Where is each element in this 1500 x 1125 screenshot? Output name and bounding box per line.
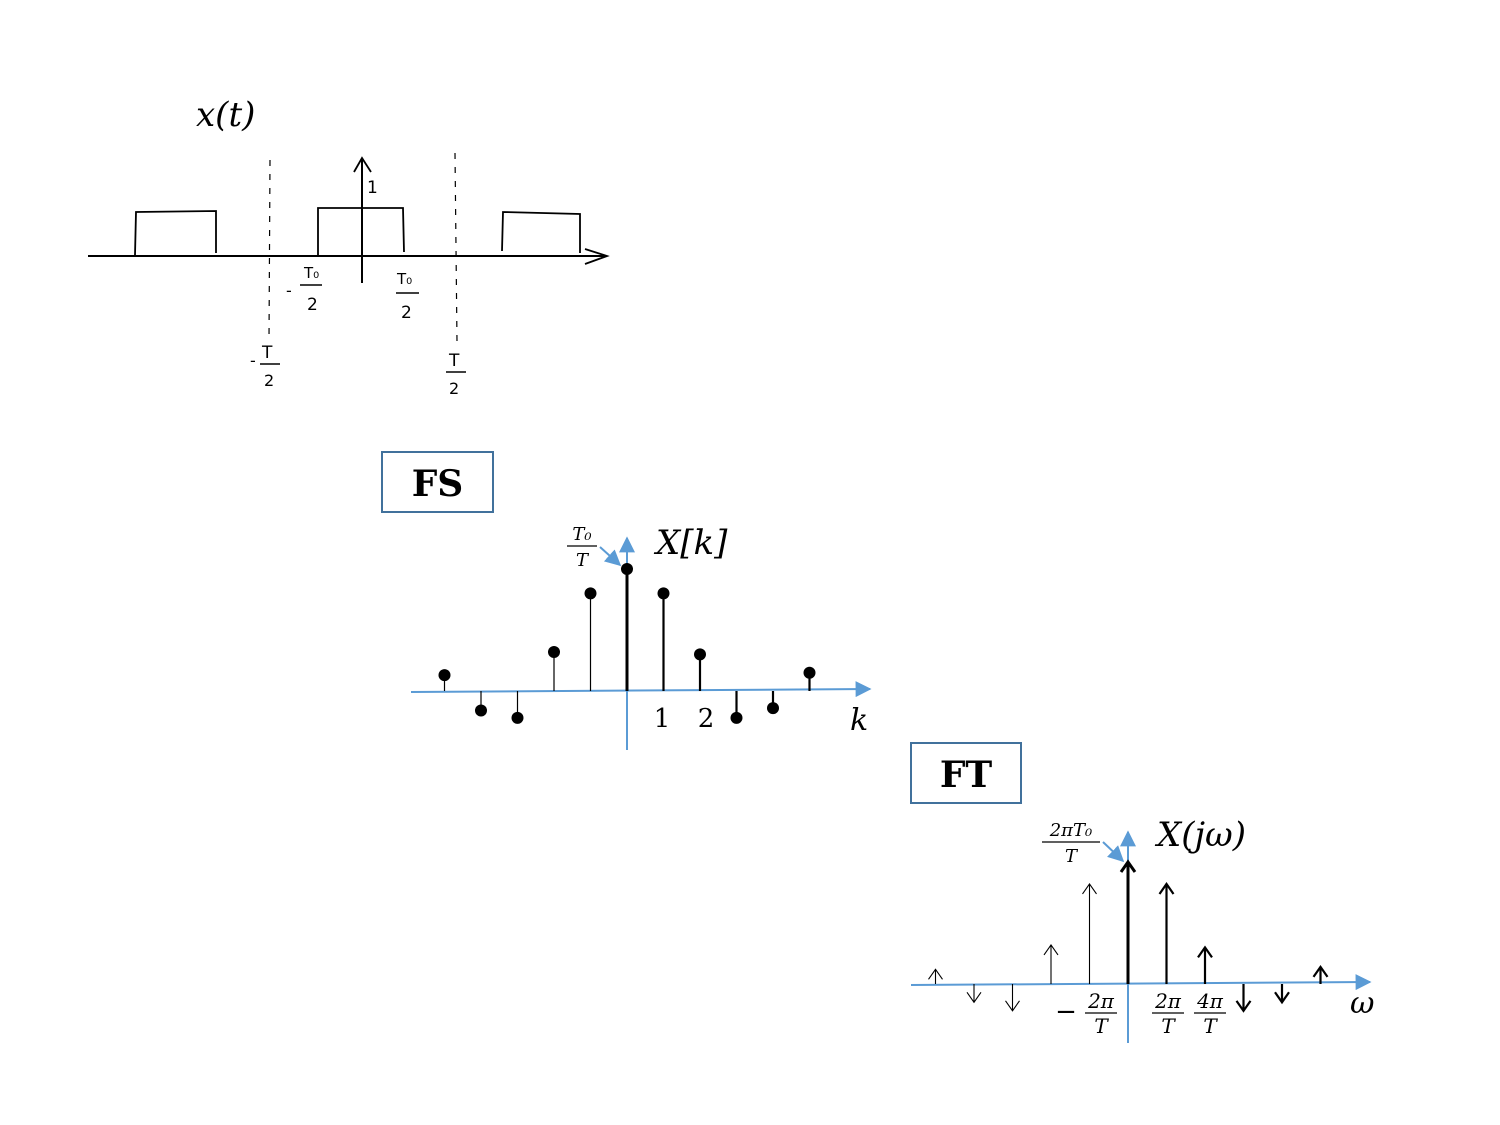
- signal-plot: x(t) 1 - T₀ 2 T₀ 2 - T: [88, 95, 610, 398]
- ft-tick-neg-num: 2π: [1087, 989, 1115, 1013]
- ft-peak-num: 2πT₀: [1049, 820, 1093, 841]
- signal-dashed-line-pos-T: [454, 152, 458, 343]
- ft-tick-1-num: 2π: [1154, 989, 1182, 1013]
- ft-impulse-arrowhead-k-5: [928, 968, 943, 980]
- fs-stem-marker-k0: [621, 563, 633, 575]
- ft-impulse-arrowhead-k0: [1119, 859, 1137, 873]
- signal-tick-neg-T0-sign: -: [286, 281, 292, 300]
- ft-tick-neg-sign: −: [1055, 997, 1077, 1027]
- signal-tick-pos-T-half: T 2: [446, 351, 466, 398]
- fs-stem-marker-k4: [767, 702, 779, 715]
- fs-peak-pointer: [599, 546, 622, 567]
- fs-peak-annotation: T₀ T: [567, 524, 622, 571]
- fs-plot: X[k] k 1 2 T₀ T: [410, 523, 872, 750]
- signal-tick-pos-T-den: 2: [449, 379, 459, 398]
- fs-stem-marker-k2: [694, 648, 706, 661]
- ft-tick-2-num: 4π: [1196, 989, 1224, 1013]
- fs-box-text: FS: [412, 463, 464, 505]
- ft-impulse-arrowhead-k-1: [1082, 883, 1097, 895]
- ft-impulse-arrowhead-k2: [1197, 945, 1213, 959]
- fs-k-axis: [410, 681, 872, 698]
- ft-plot: X(jω) ω 2πT₀ T − 2π T 2π T 4π T: [910, 815, 1374, 1043]
- ft-impulses: [928, 859, 1329, 1013]
- ft-tick-1-den: T: [1161, 1014, 1176, 1038]
- ft-omega-axis: [910, 974, 1372, 991]
- ft-peak-den: T: [1065, 846, 1079, 867]
- signal-dashed-line-neg-T: [268, 159, 271, 341]
- signal-tick-pos-T-num: T: [448, 351, 460, 371]
- ft-impulse-arrowhead-k-2: [1043, 944, 1059, 956]
- fs-peak-num: T₀: [572, 524, 591, 545]
- signal-tick-pos-T0-den: 2: [401, 303, 412, 323]
- fs-label-box: FS: [381, 451, 494, 513]
- signal-tick-neg-T-half: - T 2: [250, 343, 280, 390]
- ft-box-text: FT: [940, 754, 993, 796]
- signal-tick-neg-T0-den: 2: [307, 295, 318, 315]
- ft-impulse-arrowhead-k3: [1235, 1000, 1252, 1013]
- signal-amplitude-axis-arrow: [353, 156, 372, 173]
- fs-axis-label: k: [850, 703, 868, 738]
- fs-tick-label-2: 2: [698, 704, 715, 734]
- signal-amplitude-label: 1: [367, 178, 378, 198]
- ft-tick-2pi: 2π T: [1152, 989, 1184, 1038]
- ft-label-box: FT: [910, 742, 1022, 804]
- signal-time-axis-arrow: [584, 248, 610, 265]
- signal-pulse-right: [501, 211, 581, 253]
- fs-peak-den: T: [576, 550, 590, 571]
- fs-stem-marker-k1: [657, 587, 670, 600]
- ft-impulse-arrowhead-k5: [1312, 965, 1329, 978]
- ft-box-frame: [910, 742, 1022, 804]
- ft-peak-annotation: 2πT₀ T: [1042, 820, 1125, 867]
- fs-stem-marker-k3: [730, 711, 743, 724]
- fs-stem-marker-k-1: [584, 587, 597, 600]
- fs-stem-marker-k-2: [548, 645, 560, 658]
- signal-tick-pos-T0-num: T₀: [396, 270, 412, 288]
- ft-title: X(jω): [1154, 815, 1246, 855]
- ft-impulse-arrowhead-k-4: [966, 991, 982, 1004]
- signal-pulse-center: [317, 207, 405, 256]
- signal-tick-neg-T0-half: - T₀ 2: [286, 264, 322, 315]
- signal-pulse-left: [134, 210, 217, 256]
- fs-tick-label-1: 1: [654, 704, 671, 734]
- fs-stem-marker-k-5: [438, 669, 451, 682]
- ft-tick-2-den: T: [1203, 1014, 1218, 1038]
- signal-tick-neg-T0-num: T₀: [303, 264, 319, 282]
- ft-impulse-arrowhead-k-3: [1005, 1000, 1020, 1012]
- signal-tick-pos-T0-half: T₀ 2: [396, 270, 419, 323]
- fs-stems: [438, 563, 816, 724]
- fs-title: X[k]: [653, 523, 728, 563]
- signal-tick-neg-T-sign: -: [250, 351, 256, 370]
- signal-title: x(t): [196, 95, 255, 135]
- signal-tick-neg-T-num: T: [261, 343, 273, 363]
- fs-box-frame: [381, 451, 494, 513]
- signal-tick-neg-T-den: 2: [264, 371, 274, 390]
- ft-peak-pointer: [1102, 841, 1125, 863]
- ft-axis-label: ω: [1350, 986, 1374, 1021]
- fs-stem-marker-k5: [803, 666, 816, 679]
- ft-impulse-arrowhead-k4: [1274, 991, 1290, 1005]
- ft-tick-4pi: 4π T: [1194, 989, 1226, 1038]
- fs-stem-marker-k-3: [511, 711, 524, 724]
- ft-impulse-arrowhead-k1: [1158, 882, 1175, 895]
- ft-tick-neg-2pi: − 2π T: [1055, 989, 1117, 1038]
- fs-stem-marker-k-4: [475, 704, 487, 717]
- ft-tick-neg-den: T: [1094, 1014, 1109, 1038]
